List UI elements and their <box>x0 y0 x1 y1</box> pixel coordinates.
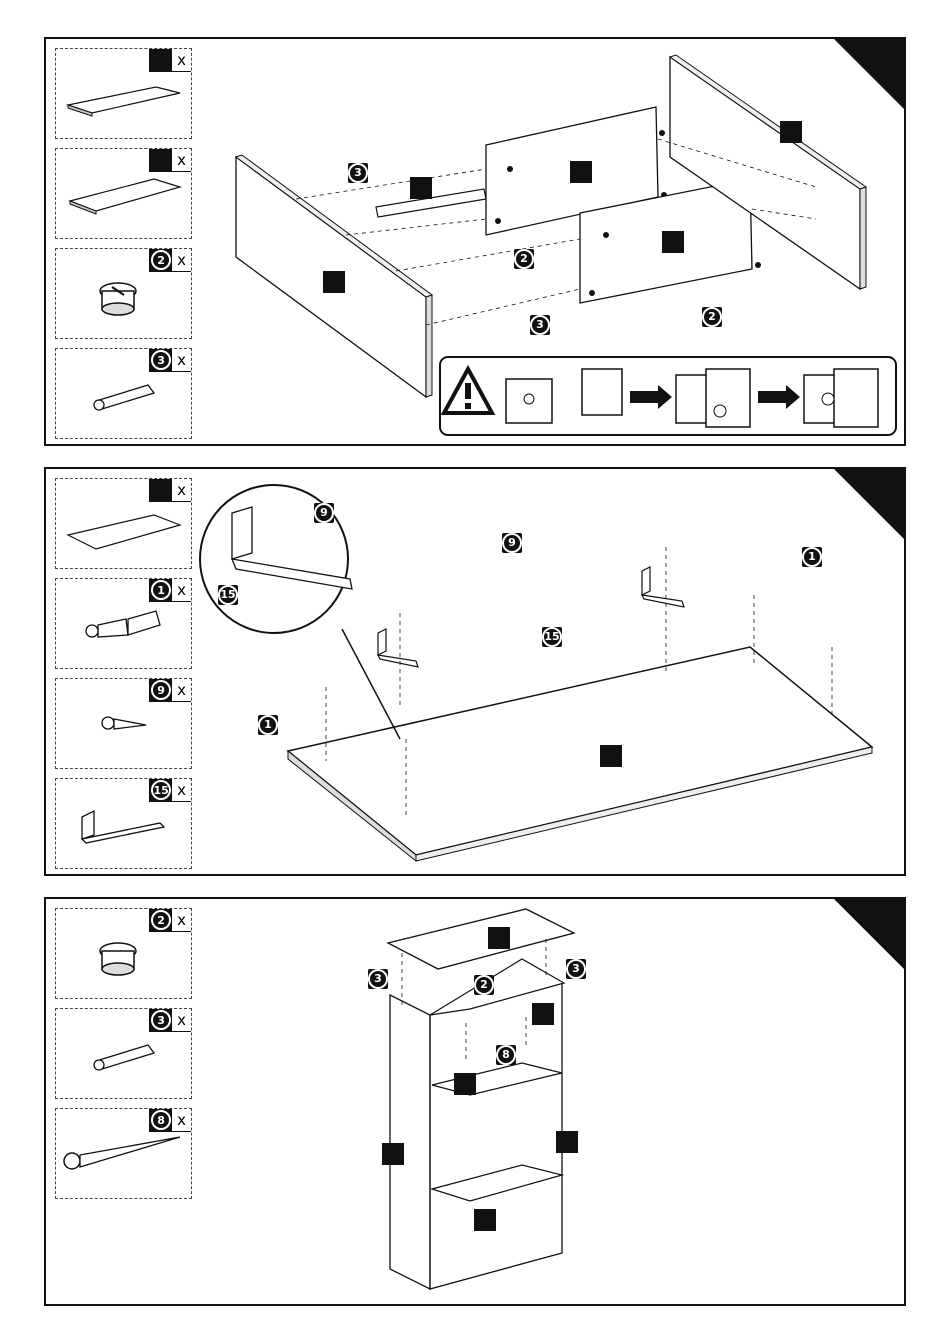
step-1-assembly-drawing <box>46 39 908 448</box>
callout-cam-lock: 2 <box>514 247 534 269</box>
callout-cam-lock: 2 <box>702 305 722 327</box>
callout-bracket-zoom: 15 <box>218 583 238 605</box>
callout-cam-bolt: 1 <box>802 545 822 567</box>
callout-screw: 9 <box>502 531 522 553</box>
step-3-assembly-drawing <box>46 899 908 1308</box>
callout-dowel: 3 <box>530 313 550 335</box>
callout-cam-bolt: 1 <box>258 713 278 735</box>
callout-long-screw: 8 <box>496 1043 516 1065</box>
step-2-assembly-drawing <box>46 469 908 878</box>
callout-dowel: 3 <box>566 957 586 979</box>
callout-dowel: 3 <box>368 967 388 989</box>
callout-bracket: 15 <box>542 625 562 647</box>
callout-dowel: 3 <box>348 161 368 183</box>
callout-screw-zoom: 9 <box>314 501 334 523</box>
callout-cam-lock: 2 <box>474 973 494 995</box>
